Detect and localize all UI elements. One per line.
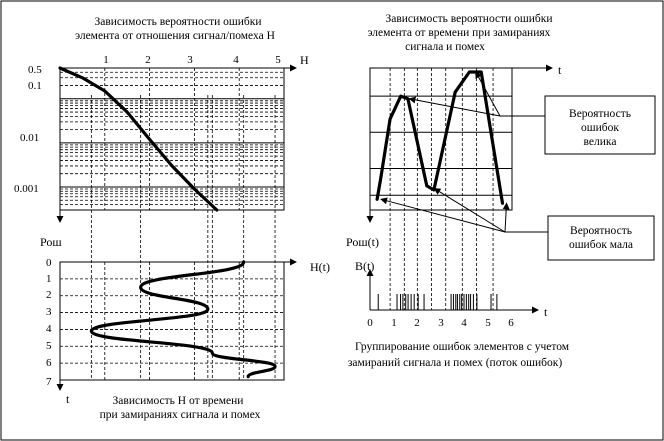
right-top-title-line1: Зависимость вероятности ошибки xyxy=(385,13,552,25)
left-bottom-y-tick-7: 7 xyxy=(46,376,52,388)
right-bottom-error-pulses xyxy=(377,294,498,310)
right-bottom-x-tick-2: 2 xyxy=(414,317,420,329)
right-top-title-line2: элемента от времени при замираниях xyxy=(368,27,551,39)
left-bottom-y-tick-4: 4 xyxy=(46,323,52,335)
left-top-title-line1: Зависимость вероятности ошибки xyxy=(94,16,261,28)
left-top-error-vs-h-curve xyxy=(58,66,219,212)
right-bottom-x-tick-0: 0 xyxy=(367,317,373,329)
callout-low-arrow xyxy=(380,197,506,233)
right-bottom-x-tick-5: 5 xyxy=(485,317,491,329)
left-bottom-t-axis-label: t xyxy=(66,392,70,406)
left-bottom-x-axis-label: H(t) xyxy=(310,260,330,274)
callout-low-line2: ошибок мала xyxy=(569,239,633,251)
left-bottom-y-tick-5: 5 xyxy=(46,340,52,352)
callout-box-low xyxy=(547,215,655,261)
callout-high-line1: Вероятность xyxy=(569,108,631,120)
left-bottom-dashed-grid xyxy=(60,262,284,380)
left-top-x-tick-2: 2 xyxy=(145,54,151,66)
left-bottom-plot-frame xyxy=(59,261,285,381)
left-top-y-tick-0.001: 0.001 xyxy=(14,183,39,195)
left-top-x-tick-1: 1 xyxy=(103,54,109,66)
left-top-x-tick-5: 5 xyxy=(275,54,281,66)
right-bottom-y-axis-label: B(t) xyxy=(355,259,374,273)
left-top-y-tick-0.01: 0.01 xyxy=(20,132,39,144)
right-top-title-line3: сигнала и помех xyxy=(405,41,485,53)
right-bottom-t-axis-label: t xyxy=(544,305,548,319)
right-bottom-x-tick-6: 6 xyxy=(508,317,514,329)
left-top-x-tick-4: 4 xyxy=(233,54,239,66)
left-top-title-line2: элемента от отношения сигнал/помеха H xyxy=(75,30,275,42)
left-bottom-y-tick-3: 3 xyxy=(46,306,52,318)
right-bottom-caption-line1: Группирование ошибок элементов с учетом xyxy=(355,341,570,353)
callout-high-line3: велика xyxy=(584,136,617,148)
left-bottom-y-tick-0: 0 xyxy=(46,257,52,269)
callout-high-line2: ошибок xyxy=(581,122,619,134)
callout-arrows xyxy=(380,71,548,233)
callout-box-high xyxy=(544,95,656,155)
right-bottom-caption-line2: замираний сигнала и помех (поток ошибок) xyxy=(348,357,563,369)
right-bottom-x-tick-1: 1 xyxy=(391,317,397,329)
callout-high-arrow xyxy=(475,71,501,117)
callout-low-line1: Вероятность xyxy=(570,225,632,237)
left-top-log-grid xyxy=(60,67,285,211)
left-bottom-y-tick-1: 1 xyxy=(46,273,52,285)
right-top-t-axis-label: t xyxy=(558,63,562,77)
left-bottom-caption-line1: Зависимость H от времени xyxy=(113,395,244,407)
left-bottom-caption-line2: при замираниях сигнала и помех xyxy=(100,409,261,421)
right-top-y-axis-label: Рош(t) xyxy=(346,235,379,249)
left-bottom-y-tick-6: 6 xyxy=(46,357,52,369)
right-bottom-x-tick-3: 3 xyxy=(438,317,444,329)
callout-low-arrow xyxy=(502,202,510,233)
right-bottom-x-tick-4: 4 xyxy=(461,317,467,329)
left-top-h-axis-label: H xyxy=(300,53,309,67)
left-projection-lines xyxy=(90,95,276,380)
callout-low-arrow xyxy=(433,188,506,233)
callout-high-arrow xyxy=(408,96,501,117)
left-bottom-y-tick-2: 2 xyxy=(46,289,52,301)
left-bottom-y-axis-label: Рош xyxy=(40,235,62,249)
left-top-y-tick-0.1: 0.1 xyxy=(28,80,42,92)
right-top-error-vs-t-curve xyxy=(375,70,505,205)
left-bottom-h-of-t-curve xyxy=(89,260,277,379)
left-top-x-tick-3: 3 xyxy=(187,54,193,66)
left-top-y-tick-0.5: 0.5 xyxy=(28,64,42,76)
